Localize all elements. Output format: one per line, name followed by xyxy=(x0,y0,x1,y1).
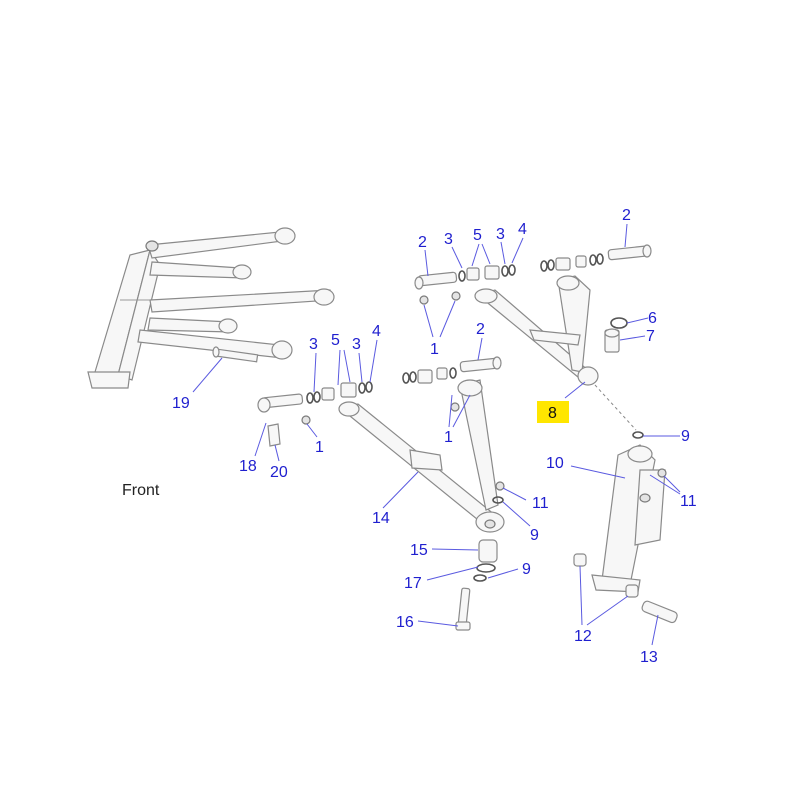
callout-8: 8 xyxy=(548,405,557,422)
leader-lines xyxy=(192,223,681,646)
callout-1: 1 xyxy=(315,439,324,456)
part-1-bushing-left xyxy=(301,415,311,425)
callout-3: 3 xyxy=(352,336,361,353)
callout-15: 15 xyxy=(410,542,428,559)
part-16-bolt xyxy=(455,587,471,631)
part-9-washer-upper xyxy=(632,431,644,439)
callout-5: 5 xyxy=(473,227,482,244)
callout-6: 6 xyxy=(648,310,657,327)
part-11-fitting-lower xyxy=(495,481,505,491)
callout-3: 3 xyxy=(444,231,453,248)
highlight-box xyxy=(537,401,569,423)
part-9-washer-middle xyxy=(492,496,504,504)
callout-19: 19 xyxy=(172,395,190,412)
callout-13: 13 xyxy=(640,649,658,666)
callout-4: 4 xyxy=(372,323,381,340)
callout-18: 18 xyxy=(239,458,257,475)
lower-pivot-hardware-row xyxy=(402,356,502,384)
part-8-upper-a-arm xyxy=(474,275,599,386)
part-10-spindle xyxy=(591,444,666,593)
part-6-washer xyxy=(610,317,628,329)
lower-front-pivot-hardware-row xyxy=(257,381,373,413)
callout-9: 9 xyxy=(681,428,690,445)
callout-11: 11 xyxy=(680,493,697,510)
part-17-snap-ring xyxy=(476,563,496,573)
part-19-bolt xyxy=(212,346,259,363)
callout-16: 16 xyxy=(396,614,414,631)
callout-10: 10 xyxy=(546,455,564,472)
upper-pivot-hardware-row xyxy=(414,264,516,305)
upper-rear-pivot-hardware-row xyxy=(540,244,652,272)
callout-17: 17 xyxy=(404,575,422,592)
callout-14: 14 xyxy=(372,510,390,527)
callout-1: 1 xyxy=(430,341,439,358)
callout-11: 11 xyxy=(532,495,549,512)
callout-7: 7 xyxy=(646,328,655,345)
callout-2: 2 xyxy=(476,321,485,338)
assembled-suspension-overview xyxy=(87,227,335,389)
part-15-ball-joint xyxy=(478,539,498,563)
callout-4: 4 xyxy=(518,221,527,238)
part-20-bushing xyxy=(267,423,281,447)
callout-2: 2 xyxy=(418,234,427,251)
part-14-lower-a-arm xyxy=(338,379,505,533)
callout-9: 9 xyxy=(530,527,539,544)
part-9-washer-lower xyxy=(473,574,487,582)
callout-5: 5 xyxy=(331,332,340,349)
callout-20: 20 xyxy=(270,464,288,481)
part-7-bolt xyxy=(604,328,620,353)
callout-12: 12 xyxy=(574,628,592,645)
alignment-line xyxy=(594,384,637,431)
callout-3: 3 xyxy=(496,226,505,243)
callout-labels: 2 3 5 3 4 2 1 6 7 3 5 3 4 2 19 8 9 1 18 … xyxy=(172,207,697,666)
callout-9: 9 xyxy=(522,561,531,578)
callout-2: 2 xyxy=(622,207,631,224)
part-12-bushings xyxy=(573,553,639,598)
callout-1: 1 xyxy=(444,429,453,446)
callout-3: 3 xyxy=(309,336,318,353)
part-13-sleeve xyxy=(641,600,678,624)
front-label: Front xyxy=(122,482,160,499)
part-11-fitting-spindle xyxy=(657,468,667,478)
